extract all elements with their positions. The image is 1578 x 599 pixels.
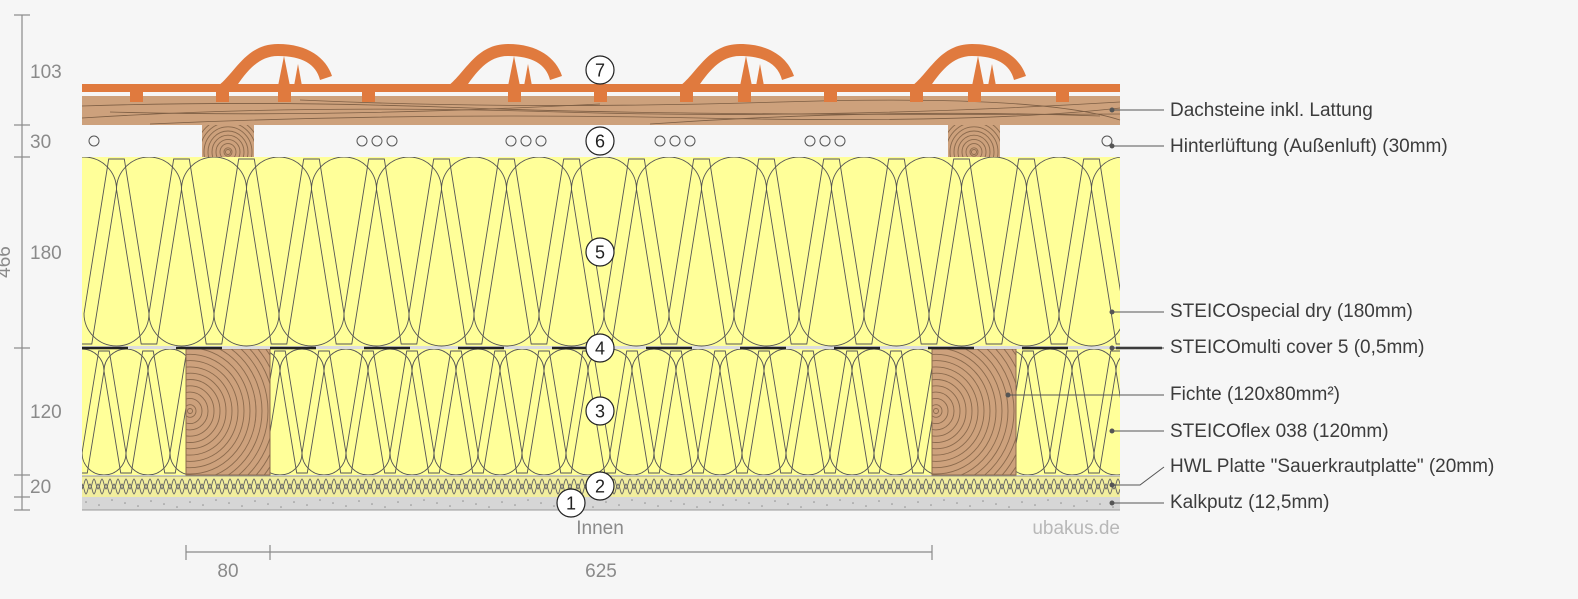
layer-number-3: 3 bbox=[585, 396, 615, 426]
label-timber: Fichte (120x80mm²) bbox=[1170, 384, 1340, 405]
special-dry-insulation-layer bbox=[82, 157, 1120, 347]
svg-text:1: 1 bbox=[566, 494, 576, 514]
label-multi-cover: STEICOmulti cover 5 (0,5mm) bbox=[1170, 337, 1424, 358]
dim-special-dry: 180 bbox=[30, 243, 62, 264]
timber-rafter-2 bbox=[931, 348, 1017, 476]
label-roof-tiles: Dachsteine inkl. Lattung bbox=[1170, 100, 1373, 121]
svg-text:2: 2 bbox=[595, 477, 605, 497]
layer-number-4: 4 bbox=[585, 333, 615, 363]
label-hwl: HWL Platte "Sauerkrautplatte" (20mm) bbox=[1170, 456, 1494, 477]
layer-number-2: 2 bbox=[585, 471, 615, 501]
plaster-layer bbox=[82, 497, 1120, 511]
leader-lines bbox=[1005, 107, 1165, 506]
svg-text:6: 6 bbox=[595, 132, 605, 152]
inside-label: Innen bbox=[576, 518, 624, 539]
label-flex: STEICOflex 038 (120mm) bbox=[1170, 421, 1389, 442]
dim-flex: 120 bbox=[30, 402, 62, 423]
dim-tiles: 103 bbox=[30, 62, 62, 83]
dim-ventilation: 30 bbox=[30, 132, 51, 153]
roof-tiles-layer bbox=[82, 44, 1120, 102]
svg-text:4: 4 bbox=[595, 339, 605, 359]
svg-text:3: 3 bbox=[595, 402, 605, 422]
dim-timber-width: 80 bbox=[217, 561, 238, 582]
label-special-dry: STEICOspecial dry (180mm) bbox=[1170, 301, 1413, 322]
label-plaster: Kalkputz (12,5mm) bbox=[1170, 492, 1329, 513]
membrane-layer bbox=[82, 346, 1162, 350]
ventilation-layer bbox=[88, 125, 1113, 157]
layer-labels: Dachsteine inkl. Lattung Hinterlüftung (… bbox=[1170, 100, 1494, 513]
label-ventilation: Hinterlüftung (Außenluft) (30mm) bbox=[1170, 136, 1448, 157]
layer-number-markers: 1 2 3 4 5 6 7 bbox=[556, 55, 615, 518]
layer-number-5: 5 bbox=[585, 237, 615, 267]
layer-number-6: 6 bbox=[585, 126, 615, 156]
dim-rafter-spacing: 625 bbox=[585, 561, 617, 582]
layer-number-7: 7 bbox=[585, 55, 615, 85]
dim-total: 466 bbox=[0, 246, 15, 278]
brand-watermark: ubakus.de bbox=[1032, 518, 1120, 539]
layer-number-1: 1 bbox=[556, 488, 586, 518]
dim-hwl: 20 bbox=[30, 477, 51, 498]
vertical-dimension-bar: 103 30 180 120 20 466 bbox=[0, 14, 62, 511]
horizontal-dimension-bar: 80 625 bbox=[185, 545, 933, 582]
svg-text:5: 5 bbox=[595, 243, 605, 263]
svg-text:7: 7 bbox=[595, 61, 605, 81]
